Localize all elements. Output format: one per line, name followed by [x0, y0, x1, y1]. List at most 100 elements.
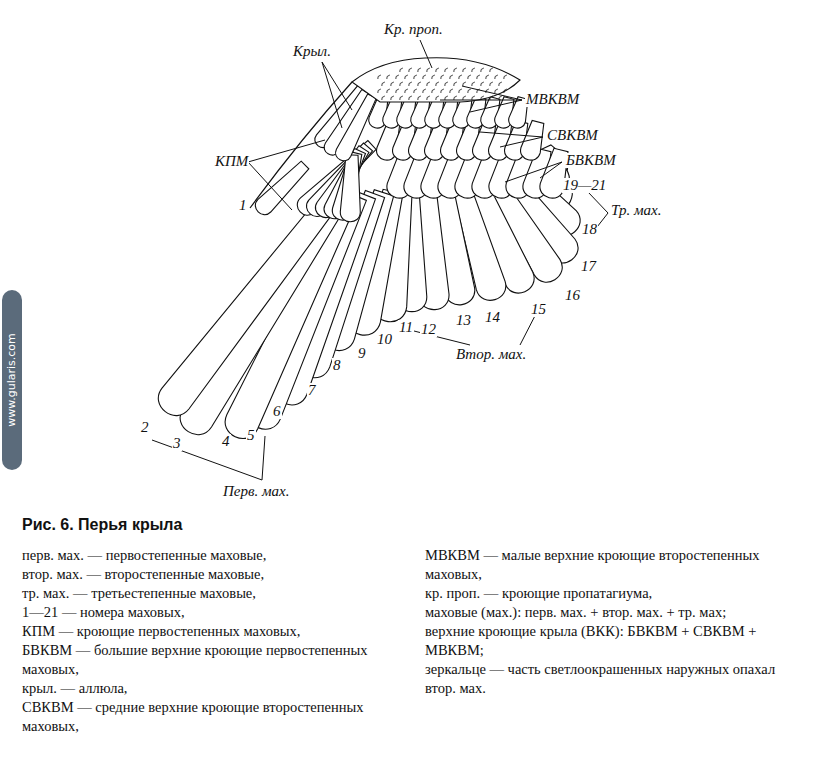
callout-number: 19—21	[562, 178, 607, 193]
median-covert	[521, 121, 544, 161]
primary-covert	[340, 155, 360, 222]
propatagium-mark	[472, 96, 475, 100]
definition-text: втор. мах. — второстепенные маховые,	[22, 565, 400, 584]
callout-number: 13	[455, 313, 472, 328]
definition-text: БВКВМ — большие верхние кроющие первосте…	[22, 641, 400, 679]
propatagium-mark	[468, 89, 471, 93]
definition-text: перв. мах. — первостепенные маховые,	[22, 546, 400, 565]
propatagium-mark	[495, 75, 498, 79]
part-label: Втор. мах.	[455, 347, 527, 362]
propatagium-mark	[490, 82, 493, 86]
definition-text: 1—21 — номера маховых,	[22, 603, 400, 622]
definition-text: маховые (мах.): перв. мах. + втор. мах. …	[425, 603, 803, 622]
propatagium-mark	[459, 89, 462, 93]
propatagium-mark	[463, 82, 466, 86]
propatagium-mark	[387, 89, 390, 93]
primary-feather	[180, 193, 347, 434]
propatagium-mark	[423, 89, 426, 93]
propatagium-mark	[499, 82, 502, 86]
legend-column: МВКВМ — малые верхние кроющие второстепе…	[425, 546, 803, 698]
leader-lines	[152, 40, 608, 480]
callout-number: 10	[376, 332, 393, 347]
propatagium-mark	[400, 82, 403, 86]
propatagium-patch	[352, 58, 520, 102]
propatagium-mark	[468, 75, 471, 79]
propatagium-mark	[409, 82, 412, 86]
propatagium-mark	[504, 89, 507, 93]
propatagium-mark	[436, 68, 439, 72]
propatagium-mark	[486, 75, 489, 79]
part-label: МВКВМ	[525, 92, 580, 107]
propatagium-mark	[454, 96, 457, 100]
propatagium-mark	[396, 75, 399, 79]
propatagium-mark	[400, 96, 403, 100]
propatagium-mark	[481, 96, 484, 100]
definition-text: верхние кроющие крыла (ВКК): БВКВМ + СВК…	[425, 622, 803, 660]
figure-caption: Рис. 6. Перья крыла	[22, 516, 182, 534]
propatagium-mark	[400, 68, 403, 72]
propatagium-mark	[391, 96, 394, 100]
propatagium-mark	[445, 96, 448, 100]
definition-text: МВКВМ — малые верхние кроющие второстепе…	[425, 546, 803, 584]
propatagium-mark	[405, 75, 408, 79]
propatagium-mark	[454, 82, 457, 86]
part-label: СВКВМ	[546, 128, 599, 143]
legend-column: перв. мах. — первостепенные маховые,втор…	[22, 546, 400, 736]
callout-number: 9	[357, 346, 367, 361]
propatagium-mark	[382, 96, 385, 100]
propatagium-mark	[504, 75, 507, 79]
propatagium-mark	[459, 75, 462, 79]
propatagium-mark	[432, 75, 435, 79]
propatagium-mark	[450, 89, 453, 93]
part-label: БВКВМ	[565, 153, 617, 168]
definition-text: КПМ — кроющие первостепенных маховых,	[22, 622, 400, 641]
propatagium-mark	[472, 82, 475, 86]
propatagium-mark	[445, 82, 448, 86]
propatagium-mark	[495, 89, 498, 93]
callout-number: 4	[221, 434, 231, 449]
callout-number: 5	[246, 428, 256, 443]
propatagium-mark	[409, 68, 412, 72]
propatagium-mark	[396, 89, 399, 93]
callout-number: 14	[484, 310, 501, 325]
watermark: www.gularis.com	[2, 290, 22, 470]
callout-number: 7	[307, 383, 317, 398]
propatagium-mark	[481, 68, 484, 72]
propatagium-mark	[391, 82, 394, 86]
watermark-pill	[2, 290, 22, 470]
callout-number: 15	[530, 302, 547, 317]
propatagium-mark	[414, 75, 417, 79]
propatagium-mark	[409, 96, 412, 100]
callout-number: 2	[140, 420, 150, 435]
propatagium-mark	[450, 75, 453, 79]
definition-text: кр. проп. — кроющие пропатагиума,	[425, 584, 803, 603]
callout-number: 3	[172, 436, 182, 451]
definition-text: СВКВМ — средние верхние кроющие второсте…	[22, 698, 400, 736]
propatagium-mark	[481, 82, 484, 86]
propatagium-mark	[490, 68, 493, 72]
propatagium-mark	[427, 68, 430, 72]
part-label: КПМ	[214, 154, 249, 169]
propatagium-mark	[454, 68, 457, 72]
callout-number: 6	[272, 404, 282, 419]
propatagium-mark	[441, 89, 444, 93]
propatagium-mark	[432, 89, 435, 93]
propatagium-mark	[490, 96, 493, 100]
propatagium-mark	[423, 75, 426, 79]
propatagium-mark	[499, 96, 502, 100]
propatagium-mark	[463, 68, 466, 72]
propatagium-mark	[463, 96, 466, 100]
part-label: Крыл.	[292, 44, 332, 59]
callout-number: 17	[580, 259, 597, 274]
callout-number: 12	[420, 322, 437, 337]
part-label: Перв. мах.	[222, 484, 290, 499]
propatagium-mark	[427, 82, 430, 86]
propatagium-mark	[477, 75, 480, 79]
propatagium-mark	[378, 89, 381, 93]
definition-text: тр. мах. — третьестепенные маховые,	[22, 584, 400, 603]
primary-feather	[158, 194, 338, 416]
wing-feathers	[158, 58, 580, 439]
propatagium-mark	[378, 75, 381, 79]
propatagium-mark	[436, 82, 439, 86]
propatagium-mark	[414, 89, 417, 93]
